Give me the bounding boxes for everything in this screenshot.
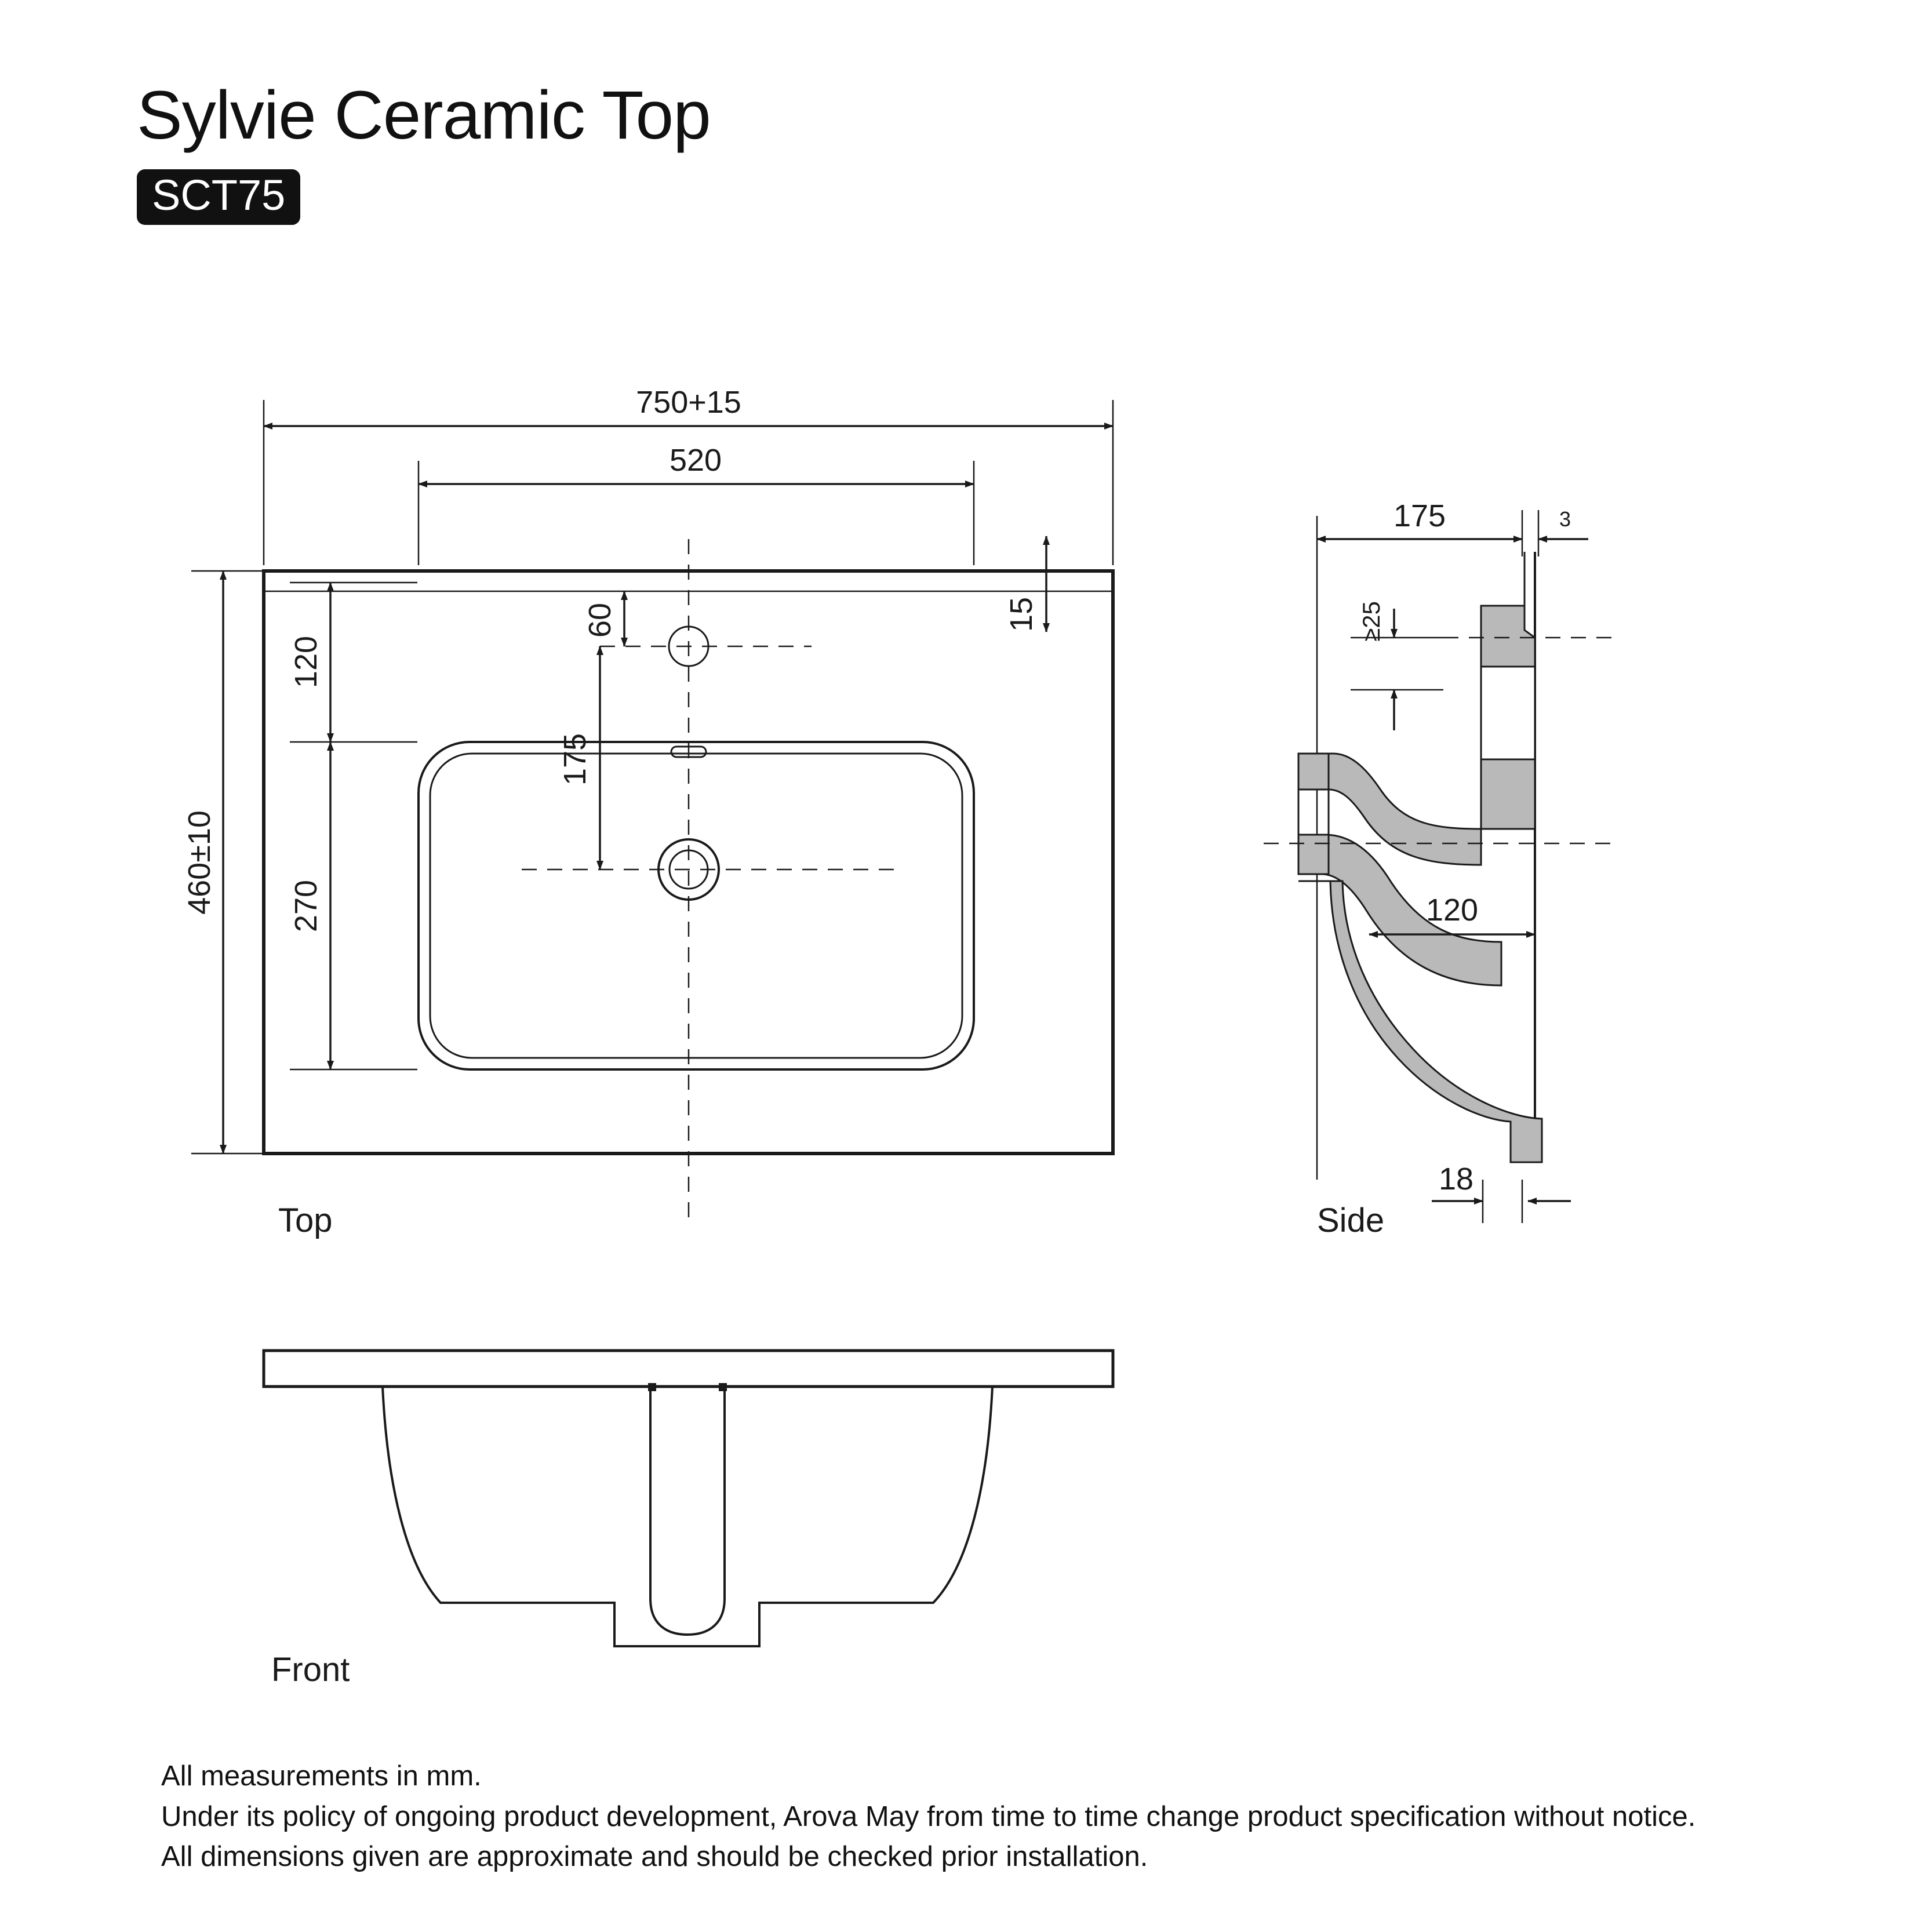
- bowl-inner-outline: [429, 752, 963, 1059]
- tap-hole: [668, 625, 710, 667]
- note-line-1: All measurements in mm.: [161, 1760, 482, 1792]
- top-view: 750+15 520 460±10 120 270 15: [182, 385, 1115, 1239]
- side-view-label: Side: [1317, 1202, 1384, 1239]
- side-view: 175 3: [1264, 499, 1617, 1239]
- dim-overall-width: 750+15: [263, 385, 1114, 430]
- dim-rear-lip: 15: [1004, 536, 1050, 632]
- front-bowl-outline: [381, 1386, 994, 1647]
- front-waste-channel: [649, 1390, 726, 1636]
- dim-side-bowl-depth: 120: [1369, 893, 1536, 938]
- dim-label-drain-from-tap-hole: 175: [558, 733, 592, 785]
- dim-label-front-lip: 18: [1439, 1162, 1473, 1196]
- drain-inner-circle: [668, 849, 709, 890]
- dim-back-thickness: 3: [1538, 507, 1588, 543]
- page-title: Sylvie Ceramic Top: [137, 77, 711, 154]
- overflow-slot: [670, 745, 707, 758]
- note-line-2: Under its policy of ongoing product deve…: [161, 1800, 1696, 1832]
- dim-label-bowl-depth: 270: [289, 880, 323, 932]
- front-channel-tab-right: [719, 1383, 727, 1391]
- bowl-outer-outline: [417, 741, 975, 1071]
- dim-label-back-to-bowl: 120: [289, 636, 323, 688]
- front-view-label: Front: [271, 1651, 350, 1689]
- dim-label-tap-hole-from-back: 60: [583, 603, 617, 638]
- dim-bowl-width: 520: [418, 443, 974, 487]
- dim-label-back-thickness: 3: [1559, 507, 1571, 531]
- section-rear-middle: [1480, 665, 1536, 761]
- dim-back-to-bowl: 120: [289, 582, 334, 743]
- front-view: Front: [262, 1349, 1115, 1689]
- dim-label-overall-width: 750+15: [636, 385, 741, 420]
- section-bowl-upper-wall: [1297, 752, 1482, 866]
- section-bowl-lower-wall: [1297, 834, 1502, 987]
- dim-side-depth: 175: [1316, 499, 1523, 543]
- dim-overall-depth: 460±10: [182, 570, 227, 1154]
- note-line-3: All dimensions given are approximate and…: [161, 1841, 1148, 1873]
- dim-label-rear-lip: 15: [1004, 597, 1039, 632]
- section-pedestal-band: [1298, 880, 1543, 1163]
- dim-label-side-depth: 175: [1393, 499, 1446, 533]
- footer-notes: All measurements in mm. Under its policy…: [161, 1756, 1784, 1878]
- dim-label-overall-depth: 460±10: [182, 810, 217, 915]
- dim-label-min-clearance: ≥25: [1358, 601, 1385, 642]
- section-left-stub: [1297, 752, 1330, 875]
- dim-tap-hole-from-back: 60: [583, 591, 628, 647]
- dim-label-bowl-width: 520: [670, 443, 722, 478]
- drain-outer-circle: [657, 838, 720, 901]
- dim-min-clearance: ≥25: [1351, 601, 1443, 642]
- top-slab-outline: [262, 569, 1115, 1155]
- dim-label-side-bowl-depth: 120: [1426, 893, 1478, 927]
- section-rear-lower: [1480, 758, 1536, 830]
- dim-front-lip: 18: [1432, 1162, 1571, 1205]
- front-slab: [262, 1349, 1115, 1388]
- model-code-badge: SCT75: [137, 169, 301, 225]
- front-channel-tab-left: [648, 1383, 656, 1391]
- header: Sylvie Ceramic Top SCT75: [137, 81, 1528, 225]
- dim-wall-thickness-arrow: [1351, 689, 1443, 730]
- section-rear-upper: [1480, 605, 1536, 668]
- top-view-label: Top: [278, 1202, 333, 1239]
- dim-drain-from-tap-hole: 175: [558, 646, 603, 870]
- dim-bowl-depth: 270: [289, 741, 334, 1070]
